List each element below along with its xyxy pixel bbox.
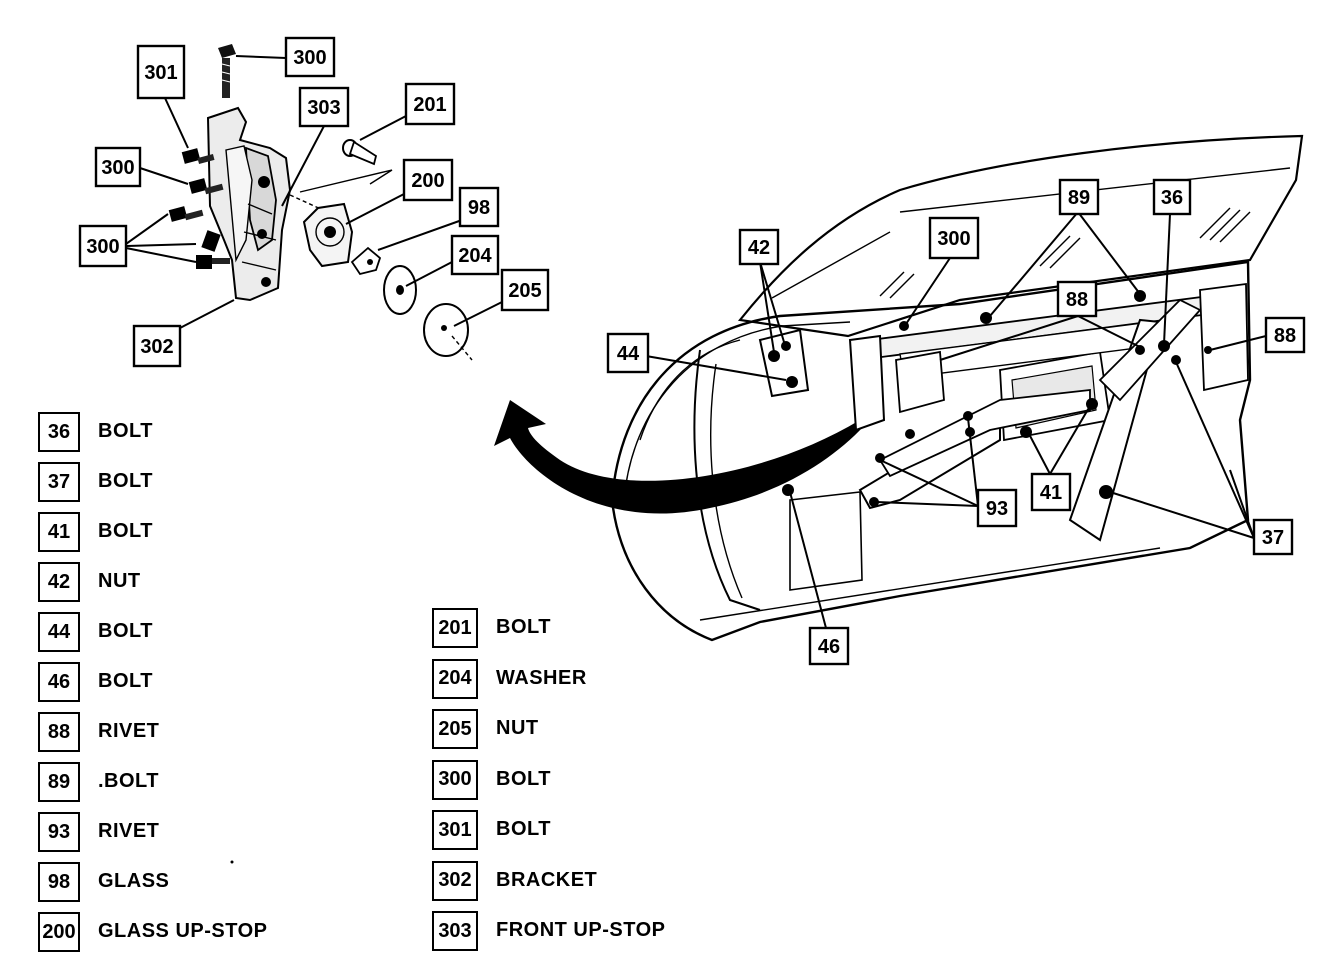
svg-text:88: 88 bbox=[1066, 289, 1088, 311]
svg-text:36: 36 bbox=[1161, 187, 1183, 209]
callout-303: 303 bbox=[298, 86, 350, 128]
legend-number-box: 44 bbox=[38, 612, 80, 652]
door-leaders bbox=[645, 211, 1267, 629]
legend-number-box: 98 bbox=[38, 862, 80, 902]
callout-98: 98 bbox=[458, 186, 500, 228]
legend-part-label: GLASS UP-STOP bbox=[98, 920, 268, 942]
stray-dot bbox=[230, 860, 234, 864]
callout-201: 201 bbox=[404, 82, 456, 126]
svg-text:205: 205 bbox=[508, 280, 541, 302]
svg-text:98: 98 bbox=[468, 197, 490, 219]
svg-text:46: 46 bbox=[818, 636, 840, 658]
svg-text:93: 93 bbox=[986, 498, 1008, 520]
legend-number-box: 88 bbox=[38, 712, 80, 752]
svg-text:301: 301 bbox=[144, 62, 177, 84]
svg-text:89: 89 bbox=[1068, 187, 1090, 209]
up-stop-detail-drawing bbox=[168, 44, 473, 361]
glass-98 bbox=[350, 246, 382, 276]
svg-text:37: 37 bbox=[1262, 527, 1284, 549]
legend-part-label: BOLT bbox=[98, 470, 153, 492]
detail-leaders bbox=[125, 55, 503, 329]
svg-text:300: 300 bbox=[101, 157, 134, 179]
svg-text:42: 42 bbox=[748, 237, 770, 259]
svg-text:44: 44 bbox=[617, 343, 640, 365]
legend-number-box: 301 bbox=[432, 810, 478, 850]
callout-204: 204 bbox=[450, 234, 500, 276]
callout-36: 36 bbox=[1152, 178, 1192, 216]
svg-text:300: 300 bbox=[86, 236, 119, 258]
legend-part-label: BOLT bbox=[98, 620, 153, 642]
bolt-201 bbox=[342, 139, 378, 166]
legend-part-label: GLASS bbox=[98, 870, 170, 892]
legend-number-box: 89 bbox=[38, 762, 80, 802]
legend-number-box: 42 bbox=[38, 562, 80, 602]
svg-text:41: 41 bbox=[1040, 482, 1062, 504]
legend-part-label: NUT bbox=[496, 717, 539, 739]
legend-part-label: FRONT UP-STOP bbox=[496, 919, 666, 941]
curved-arrow bbox=[494, 400, 864, 514]
svg-text:300: 300 bbox=[293, 47, 326, 69]
legend-part-label: RIVET bbox=[98, 720, 160, 742]
svg-text:300: 300 bbox=[937, 228, 970, 250]
callout-93: 93 bbox=[976, 488, 1018, 528]
legend-part-label: BOLT bbox=[496, 767, 551, 790]
callout-labels: 300 301 303 201 300 200 98 300 204 205 3… bbox=[78, 36, 1306, 666]
legend-part-label: NUT bbox=[98, 570, 141, 592]
legend-part-label: BOLT bbox=[98, 420, 153, 442]
legend-part-label: BOLT bbox=[98, 520, 153, 542]
legend-number-box: 303 bbox=[432, 911, 478, 951]
bolt-300-top bbox=[218, 44, 236, 98]
callout-41: 41 bbox=[1030, 472, 1072, 512]
legend-part-label: BOLT bbox=[496, 818, 551, 840]
callout-302: 302 bbox=[132, 324, 182, 368]
legend-number-box: 302 bbox=[432, 860, 478, 901]
legend-part-label: BOLT bbox=[496, 616, 551, 638]
callout-205: 205 bbox=[500, 268, 550, 312]
legend-number-box: 300 bbox=[432, 759, 478, 800]
svg-text:302: 302 bbox=[140, 336, 173, 358]
legend-number-box: 36 bbox=[38, 412, 80, 452]
legend-number-box: 201 bbox=[432, 608, 478, 648]
svg-text:204: 204 bbox=[458, 245, 492, 267]
legend-part-label: WASHER bbox=[496, 666, 587, 689]
callout-89: 89 bbox=[1058, 178, 1100, 216]
legend-number-box: 205 bbox=[432, 709, 478, 749]
legend-part-label: RIVET bbox=[98, 820, 160, 842]
legend-part-label: BRACKET bbox=[496, 868, 598, 891]
legend-number-box: 93 bbox=[38, 812, 80, 852]
callout-300-door: 300 bbox=[928, 216, 980, 260]
legend-number-box: 37 bbox=[38, 462, 80, 502]
legend-part-label: .BOLT bbox=[98, 770, 160, 792]
callout-301: 301 bbox=[136, 44, 186, 100]
side-bolts bbox=[168, 148, 230, 269]
callout-88-mid: 88 bbox=[1056, 280, 1098, 318]
svg-text:88: 88 bbox=[1274, 325, 1296, 347]
glass-up-stop-200 bbox=[302, 202, 354, 268]
legend-number-box: 200 bbox=[38, 912, 80, 952]
legend-number-box: 204 bbox=[432, 658, 478, 699]
legend-part-label: BOLT bbox=[98, 670, 153, 692]
callout-200: 200 bbox=[402, 158, 454, 202]
callout-300-low: 300 bbox=[78, 224, 128, 268]
svg-text:303: 303 bbox=[307, 97, 340, 119]
callout-42: 42 bbox=[738, 228, 780, 266]
callout-88-right: 88 bbox=[1264, 316, 1306, 354]
callout-37: 37 bbox=[1252, 518, 1294, 556]
callout-300-mid: 300 bbox=[94, 146, 142, 188]
callout-44: 44 bbox=[606, 332, 650, 374]
callout-46: 46 bbox=[808, 626, 850, 666]
callout-300-top: 300 bbox=[284, 36, 336, 78]
svg-text:200: 200 bbox=[411, 170, 444, 192]
legend-number-box: 46 bbox=[38, 662, 80, 702]
svg-text:201: 201 bbox=[413, 94, 446, 116]
legend-number-box: 41 bbox=[38, 512, 80, 552]
door-assembly-drawing bbox=[610, 134, 1304, 642]
